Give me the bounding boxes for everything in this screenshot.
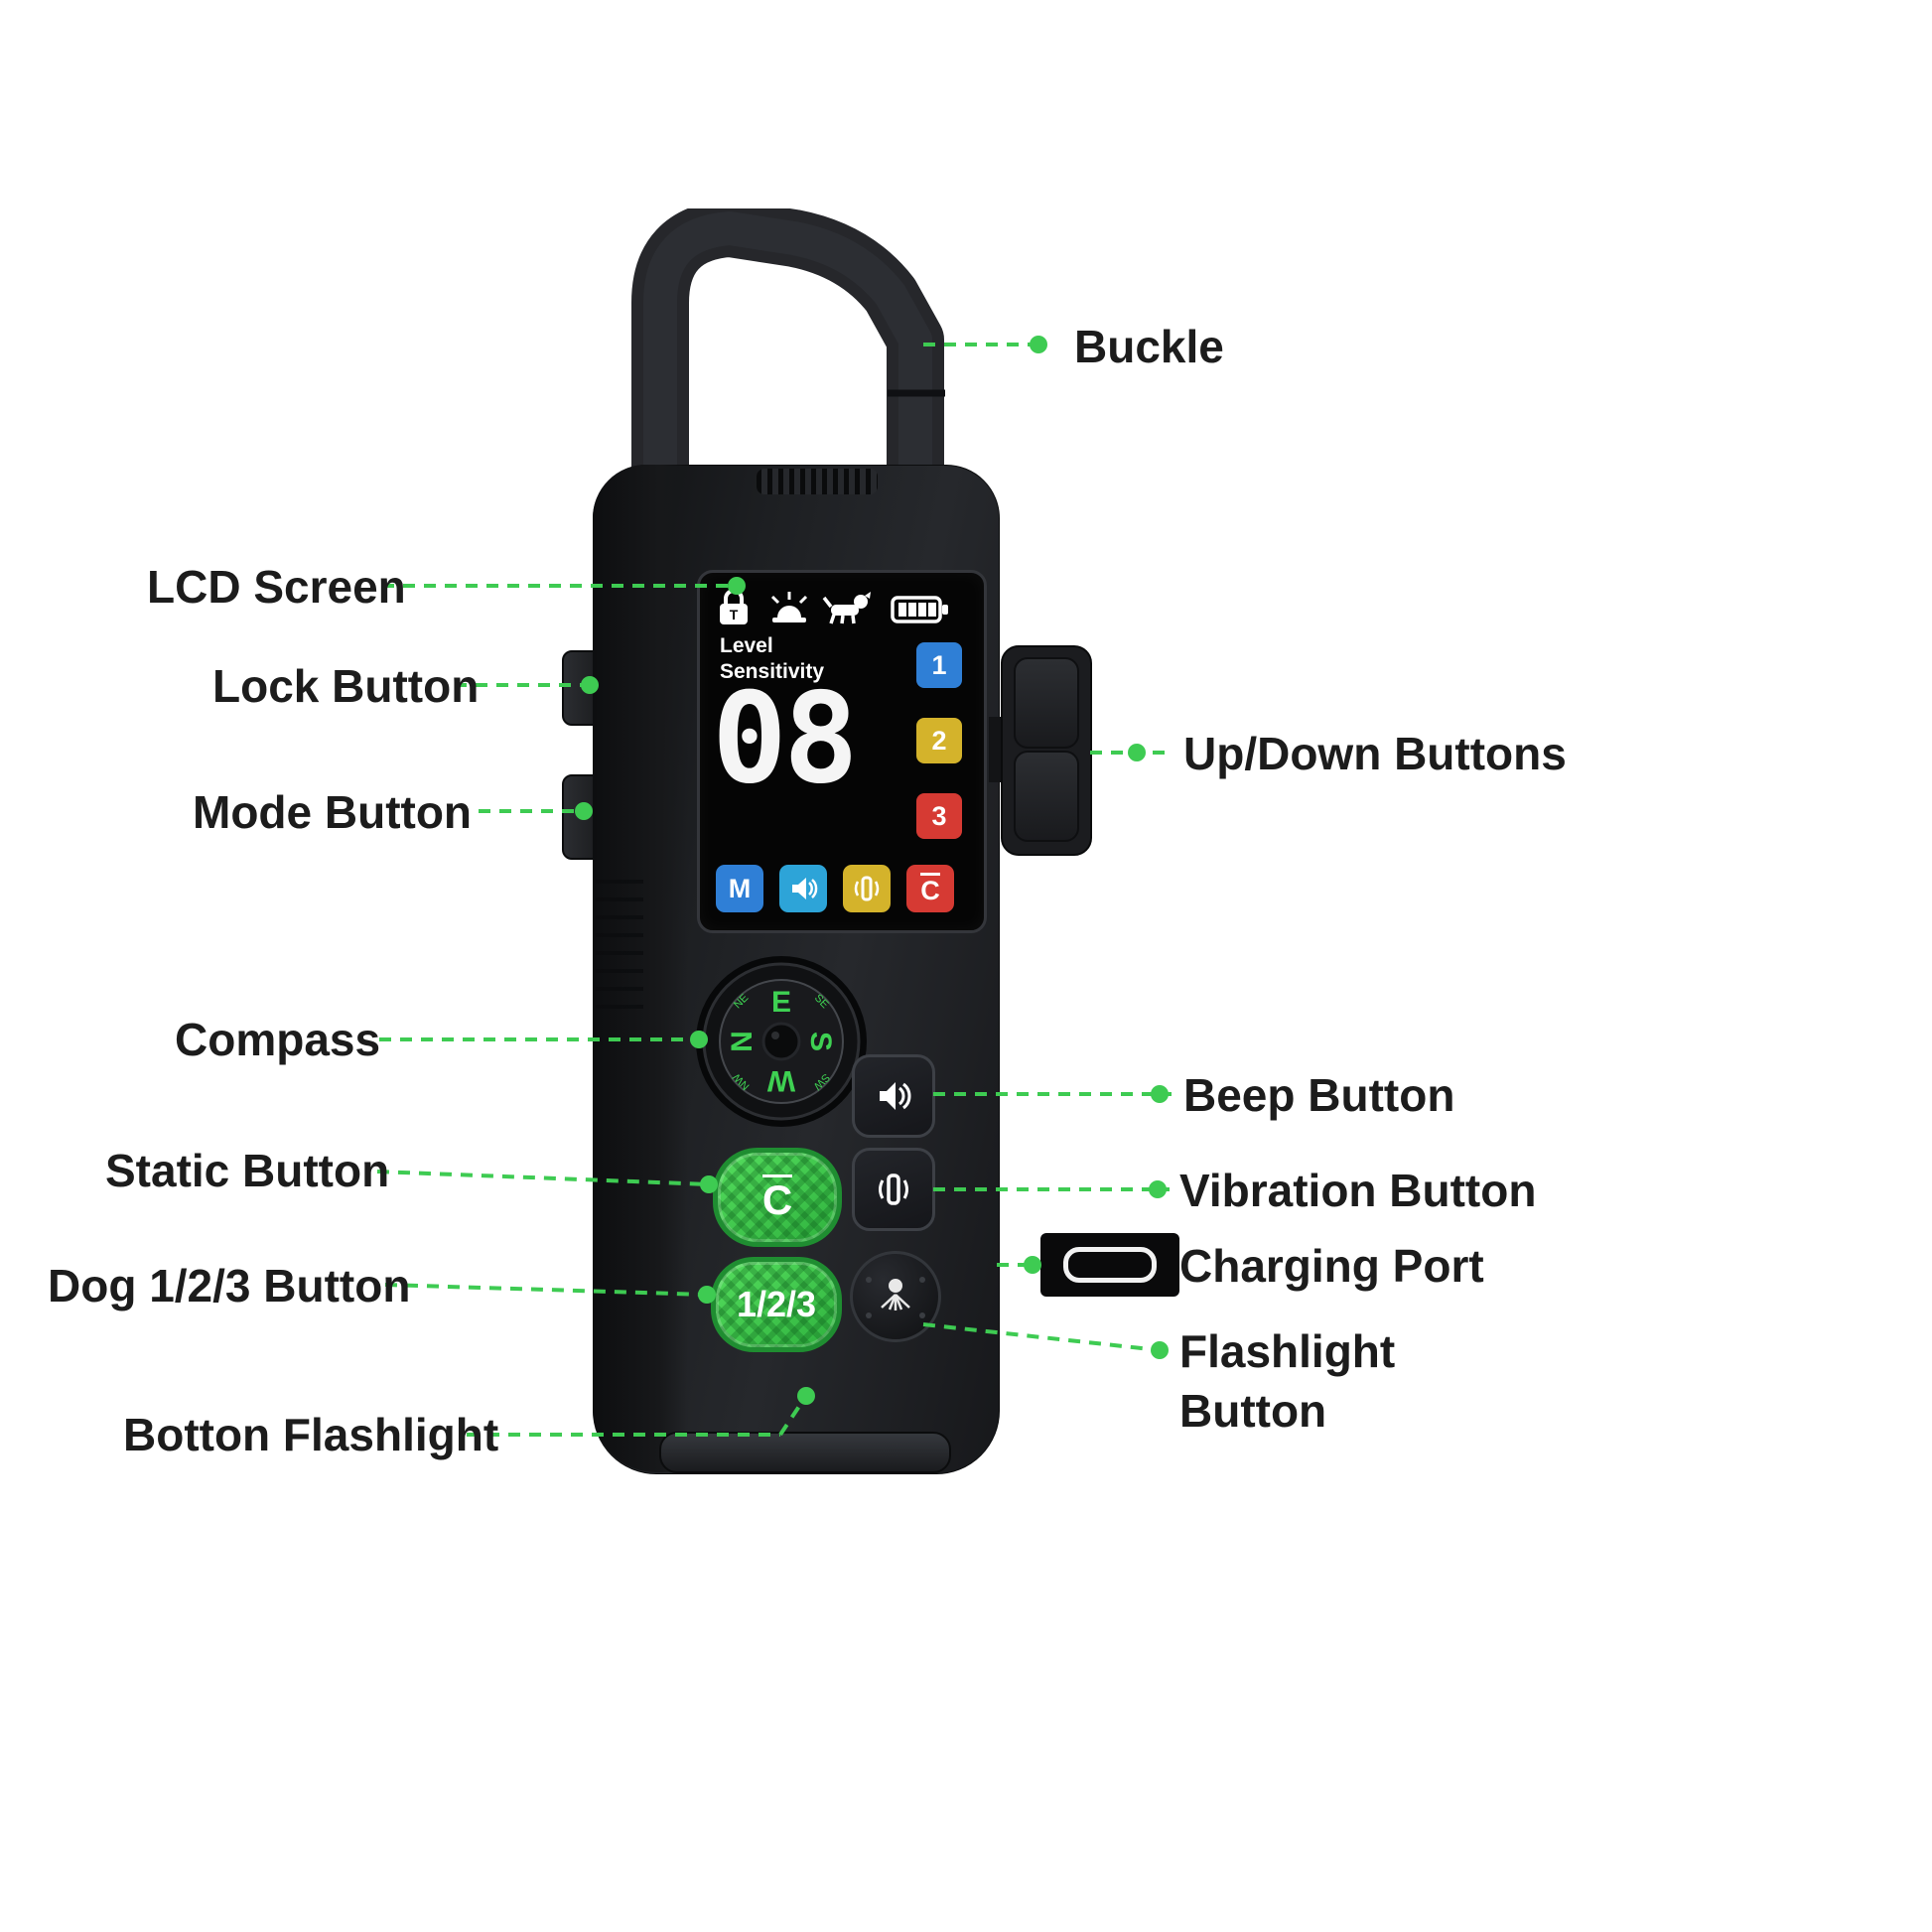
vibration-indicator — [843, 865, 891, 912]
dog-icon — [822, 592, 871, 624]
charging-port — [1040, 1233, 1179, 1297]
lcd-screen: T — [697, 570, 987, 933]
label-flashlight-line1: Flashlight — [1179, 1325, 1396, 1377]
battery-icon — [891, 596, 948, 623]
flashlight-button — [850, 1251, 941, 1342]
label-compass: Compass — [175, 1014, 381, 1065]
bottom-flashlight — [659, 1432, 951, 1473]
up-button — [1014, 657, 1079, 749]
static-indicator-label: C — [920, 873, 940, 904]
alarm-icon — [770, 592, 808, 622]
lcd-status-icons: T — [720, 589, 948, 624]
sensitivity-label: Sensitivity — [720, 660, 825, 683]
channel-3-indicator: 3 — [916, 793, 962, 839]
label-flashlight-line2: Button — [1179, 1384, 1327, 1437]
level-label: Level — [720, 634, 773, 657]
label-up-down-buttons: Up/Down Buttons — [1183, 728, 1567, 779]
up-down-buttons — [1001, 645, 1092, 856]
label-buckle: Buckle — [1074, 321, 1224, 372]
vibration-button — [852, 1148, 935, 1231]
speaker-icon — [880, 1082, 911, 1110]
mode-indicator: M — [716, 865, 763, 912]
label-mode-button: Mode Button — [193, 786, 473, 838]
speaker-grille — [757, 469, 878, 494]
buckle — [631, 208, 945, 536]
label-flashlight-button: Flashlight Button — [1179, 1322, 1395, 1442]
static-button-label: C — [761, 1173, 793, 1223]
vibration-icon — [879, 1173, 908, 1205]
label-vibration-button: Vibration Button — [1179, 1165, 1537, 1216]
usb-c-icon — [1063, 1247, 1157, 1283]
compass-w: W — [766, 1064, 795, 1097]
compass-knob — [761, 1022, 801, 1061]
compass-s: S — [804, 1032, 837, 1051]
dog-123-button: 1/2/3 — [711, 1257, 842, 1352]
beep-button — [852, 1054, 935, 1138]
static-button: C — [713, 1148, 842, 1247]
speaker-icon — [792, 878, 818, 899]
compass: N E S W NE SE SW NW — [696, 956, 867, 1127]
label-dog-123-button: Dog 1/2/3 Button — [48, 1260, 411, 1311]
label-static-button: Static Button — [105, 1145, 390, 1196]
compass-n: N — [726, 1031, 759, 1052]
channel-2-indicator: 2 — [916, 718, 962, 763]
svg-text:T: T — [730, 607, 739, 622]
down-button — [1014, 751, 1079, 842]
label-lcd-screen: LCD Screen — [147, 561, 406, 613]
static-indicator: C — [906, 865, 954, 912]
label-beep-button: Beep Button — [1183, 1069, 1455, 1121]
level-value: 08 — [712, 665, 859, 811]
channel-1-indicator: 1 — [916, 642, 962, 688]
compass-e: E — [771, 986, 791, 1019]
label-lock-button: Lock Button — [212, 660, 480, 712]
flashlight-icon — [866, 1277, 925, 1318]
beep-indicator — [779, 865, 827, 912]
grip-ridges — [596, 874, 643, 1023]
label-charging-port: Charging Port — [1179, 1240, 1484, 1292]
label-bottom-flashlight: Botton Flashlight — [123, 1409, 499, 1460]
vibration-icon — [854, 876, 880, 901]
lock-icon: T — [720, 589, 748, 624]
